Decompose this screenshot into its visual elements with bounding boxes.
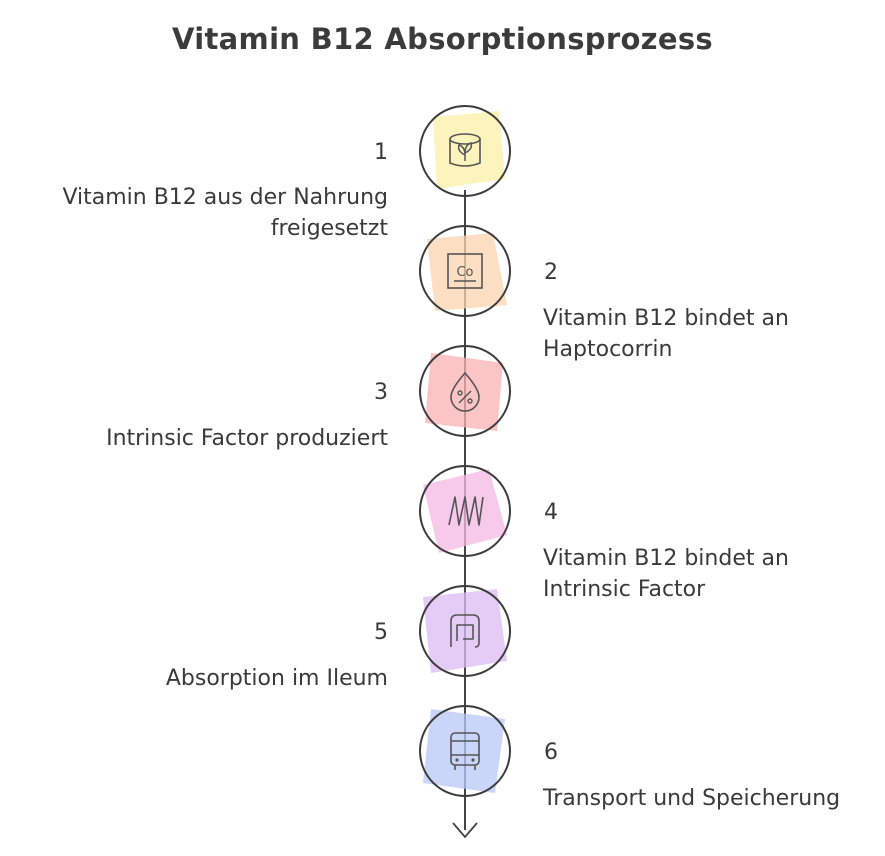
step-6-circle — [419, 705, 511, 797]
step-3-number: 3 — [374, 380, 388, 405]
svg-text:Co: Co — [456, 265, 473, 280]
step-6-label: Transport und Speicherung — [543, 786, 841, 811]
step-2-label: Vitamin B12 bindet an Haptocorrin — [543, 306, 789, 362]
step-4-label: Vitamin B12 bindet an Intrinsic Factor — [543, 546, 789, 602]
step-1-circle — [419, 105, 511, 197]
step-2-node: Co — [419, 225, 511, 317]
step-4-number: 4 — [544, 500, 558, 525]
bus-icon — [450, 732, 480, 770]
timeline-arrowhead — [452, 822, 478, 839]
step-6-number: 6 — [544, 740, 558, 765]
step-1-label: Vitamin B12 aus der Nahrung freigesetzt — [62, 185, 388, 241]
step-4-circle — [419, 465, 511, 557]
step-2-number: 2 — [544, 260, 558, 285]
step-1-node — [419, 105, 511, 197]
diagram-title: Vitamin B12 Absorptionsprozess — [172, 22, 713, 56]
step-5-number: 5 — [374, 620, 388, 645]
step-3-label: Intrinsic Factor produziert — [106, 426, 388, 451]
step-1-number: 1 — [374, 140, 388, 165]
intestine-icon — [450, 614, 480, 648]
step-3-node — [419, 345, 511, 437]
step-5-node — [419, 585, 511, 677]
coil-icon — [448, 496, 484, 526]
step-5-label: Absorption im Ileum — [165, 666, 388, 691]
plant-jar-icon — [449, 133, 481, 167]
step-4-node — [419, 465, 511, 557]
cobalt-element-icon: Co — [447, 253, 483, 289]
step-5-circle — [419, 585, 511, 677]
step-2-circle — [419, 225, 511, 317]
step-3-circle — [419, 345, 511, 437]
step-6-node — [419, 705, 511, 797]
percent-drop-icon — [450, 371, 480, 412]
